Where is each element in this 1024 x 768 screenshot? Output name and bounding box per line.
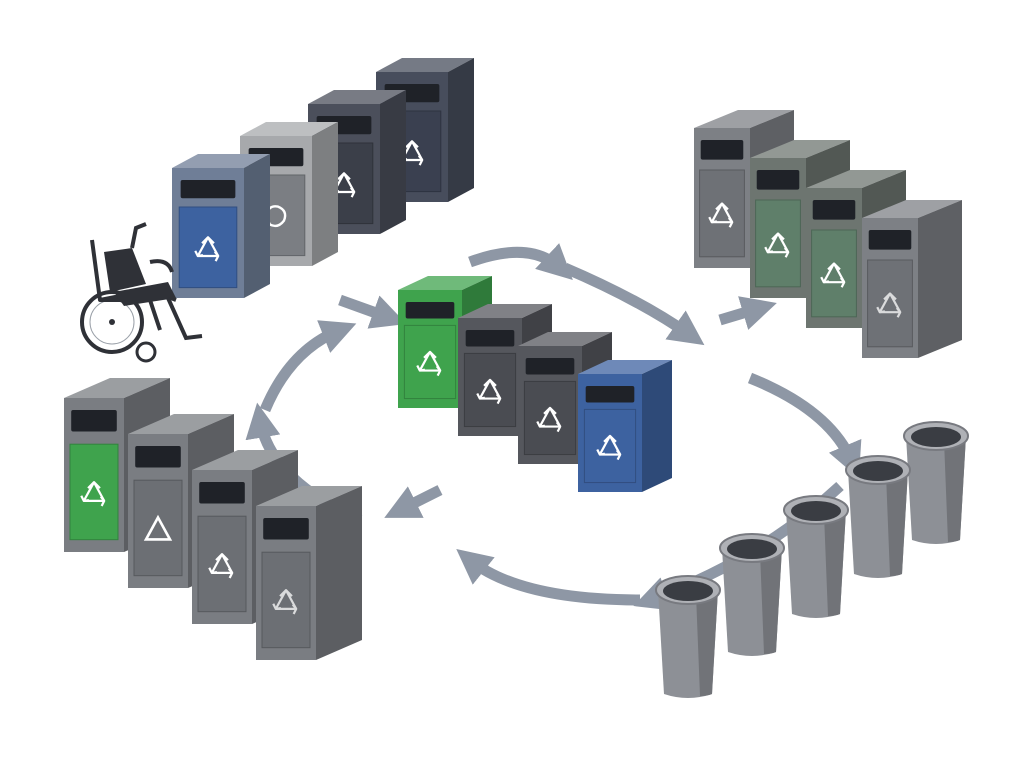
recycling-bin [172,154,270,298]
trash-can [655,575,721,698]
flow-arrow [338,294,407,329]
flow-arrow [384,485,443,518]
trash-can [783,495,849,618]
flow-arrow [468,243,573,280]
trash-can [903,421,969,544]
wheelchair-icon [80,222,203,363]
recycling-bin [578,360,672,492]
trash-can [845,455,911,578]
recycling-bin [256,486,362,660]
blob-icon [264,205,287,228]
flow-arrow [259,320,357,413]
flow-arrow [747,372,862,479]
trash-can [719,533,785,656]
trash-cans-layer [655,421,969,698]
center-bin-row [398,276,672,492]
flow-arrow [718,296,777,330]
top-left-bin-row [172,58,474,298]
bins-layer [64,58,962,660]
recycling-bin [862,200,962,358]
bottom-left-bin-row [64,378,362,660]
top-right-bin-row [694,110,962,358]
triangle-icon [143,514,173,541]
flow-arrow [562,262,705,346]
flow-arrow [456,549,641,606]
